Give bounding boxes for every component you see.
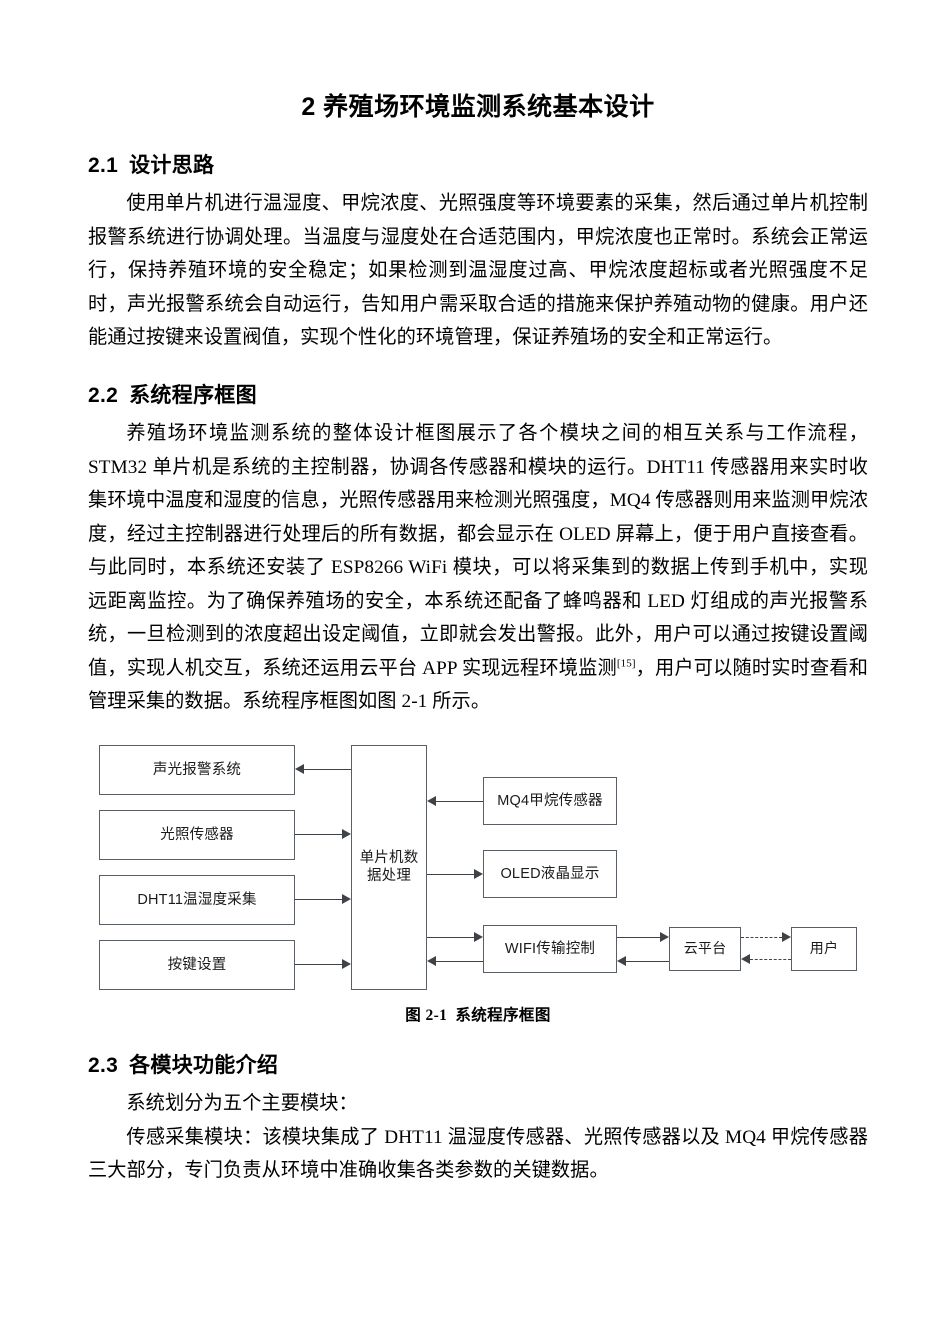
section-number-2-1: 2.1	[88, 154, 119, 177]
section-title-2-1: 设计思路	[129, 154, 215, 177]
diagram-block-mcu-label-line2: 据处理	[366, 868, 412, 885]
section-heading-2-3: 2.3 各模块功能介绍	[88, 1051, 868, 1081]
diagram-block-oled-label: OLED液晶显示	[500, 865, 600, 882]
figure-caption-number: 图 2-1	[405, 1006, 448, 1024]
figure-caption: 图 2-1 系统程序框图	[88, 1003, 868, 1025]
diagram-block-light-sensor: 光照传感器	[99, 809, 295, 860]
diagram-block-dht11-label: DHT11温湿度采集	[137, 891, 257, 908]
paragraph-2-2-text-part2: ，用户可以随时实时查看和管理采集的数据。系统程序框图如图 2-1 所示。	[88, 657, 868, 713]
diagram-block-user: 用户	[791, 926, 857, 971]
diagram-block-alarm-label: 声光报警系统	[152, 761, 242, 778]
paragraph-2-3-2: 传感采集模块：该模块集成了 DHT11 温湿度传感器、光照传感器以及 MQ4 甲…	[88, 1126, 868, 1182]
diagram-block-dht11: DHT11温湿度采集	[99, 874, 295, 925]
diagram-block-mq4: MQ4甲烷传感器	[483, 776, 617, 825]
paragraph-2-3-1: 系统划分为五个主要模块：	[126, 1093, 358, 1115]
diagram-block-cloud-platform-label: 云平台	[683, 939, 727, 956]
section-title-2-2: 系统程序框图	[129, 383, 257, 407]
diagram-block-mcu-label-line1: 单片机数	[359, 849, 419, 866]
section-heading-2-2: 2.2 系统程序框图	[88, 381, 868, 411]
paragraph-2-1-1: 使用单片机进行温湿度、甲烷浓度、光照强度等环境要素的采集，然后通过单片机控制报警…	[88, 193, 868, 349]
figure-2-1: 声光报警系统 光照传感器 DHT11温湿度采集 按键设置 单片机数 据处理 MQ…	[88, 737, 868, 1025]
diagram-block-cloud-platform: 云平台	[669, 926, 741, 971]
diagram-block-mq4-label: MQ4甲烷传感器	[497, 792, 603, 809]
paragraph-2-2-1: 养殖场环境监测系统的整体设计框图展示了各个模块之间的相互关系与工作流程，STM3…	[88, 417, 868, 719]
section-number-2-2: 2.2	[88, 383, 119, 407]
system-block-diagram: 声光报警系统 光照传感器 DHT11温湿度采集 按键设置 单片机数 据处理 MQ…	[91, 737, 865, 990]
paragraph-2-2-text-part1: 养殖场环境监测系统的整体设计框图展示了各个模块之间的相互关系与工作流程，STM3…	[88, 423, 868, 679]
diagram-block-button-setting-label: 按键设置	[167, 956, 227, 973]
section-heading-2-1: 2.1 设计思路	[88, 151, 868, 181]
diagram-block-oled: OLED液晶显示	[483, 849, 617, 898]
diagram-block-wifi: WIFI传输控制	[483, 924, 617, 973]
page-title: 2 养殖场环境监测系统基本设计	[301, 93, 655, 121]
diagram-block-alarm: 声光报警系统	[99, 744, 295, 795]
diagram-block-user-label: 用户	[809, 939, 839, 956]
citation-reference: [15]	[616, 657, 636, 670]
diagram-block-button-setting: 按键设置	[99, 939, 295, 990]
section-title-2-3: 各模块功能介绍	[129, 1053, 279, 1077]
diagram-block-light-sensor-label: 光照传感器	[160, 826, 234, 843]
section-number-2-3: 2.3	[88, 1053, 119, 1077]
diagram-block-wifi-label: WIFI传输控制	[504, 940, 596, 957]
diagram-block-mcu: 单片机数 据处理	[351, 744, 427, 990]
figure-caption-text: 系统程序框图	[455, 1006, 551, 1024]
